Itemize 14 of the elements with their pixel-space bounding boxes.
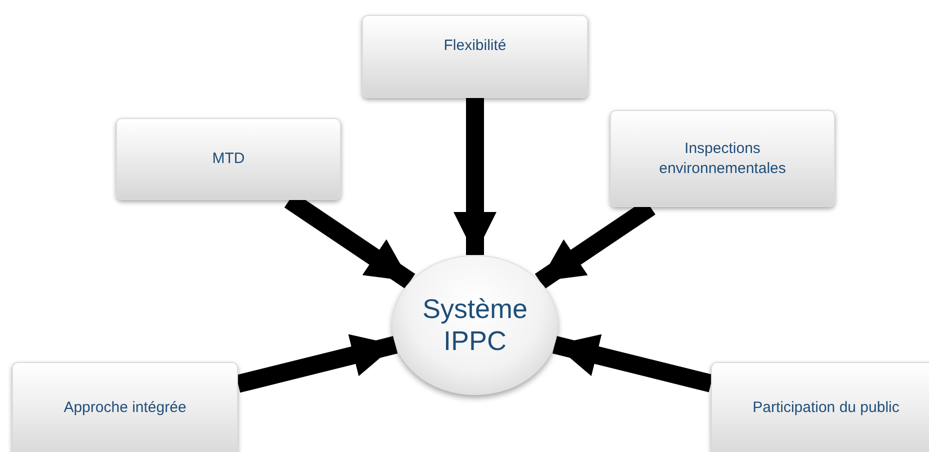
rounded-box (362, 15, 588, 98)
node-label: Participation du public (752, 398, 900, 418)
arrow (236, 334, 398, 393)
rounded-box (610, 110, 835, 207)
rounded-box (711, 362, 929, 452)
arrow (453, 98, 497, 255)
node-label: Approche intégrée (64, 398, 186, 418)
rounded-box (12, 362, 238, 452)
arrow (552, 334, 714, 392)
node-label: Inspections environnementales (658, 138, 787, 178)
node-label: Système IPPC (421, 293, 529, 357)
rounded-box (116, 118, 341, 200)
node-label: Flexibilité (444, 36, 506, 56)
node-label: MTD (212, 149, 245, 169)
